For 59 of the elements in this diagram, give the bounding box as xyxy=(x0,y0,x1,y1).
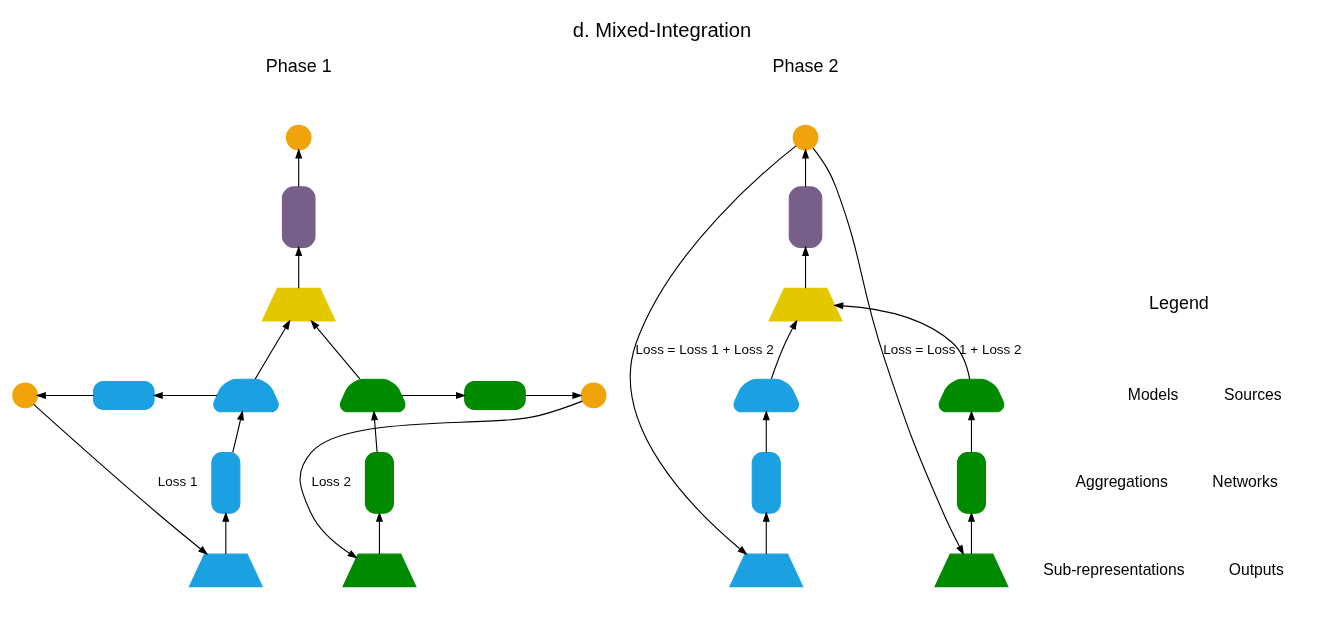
arrow xyxy=(802,147,810,187)
arrow xyxy=(371,409,379,453)
node-trapezoid xyxy=(213,378,279,412)
arrow xyxy=(967,511,975,555)
arrow xyxy=(254,319,291,379)
node-trapezoid xyxy=(339,378,406,412)
node-circle xyxy=(792,124,819,150)
node-circle xyxy=(285,124,312,150)
legend-label: Models xyxy=(1127,385,1179,403)
arrow xyxy=(299,400,583,558)
arrow xyxy=(33,403,209,555)
diagram-title: d. Mixed-Integration xyxy=(572,18,752,41)
arrow xyxy=(310,319,361,379)
node-box xyxy=(92,380,155,410)
node-box xyxy=(364,451,394,514)
arrow xyxy=(762,409,770,453)
arrow xyxy=(812,147,964,555)
legend-label: Sub-representations xyxy=(1043,560,1185,578)
arrow xyxy=(770,319,798,379)
node-trapezoid xyxy=(342,553,417,587)
legend-label: Sources xyxy=(1224,385,1282,403)
arrow xyxy=(833,301,971,380)
node-box xyxy=(788,185,823,248)
node-trapezoid xyxy=(733,378,800,412)
node-trapezoid xyxy=(728,553,804,587)
arrow xyxy=(152,391,218,399)
legend-label: Networks xyxy=(1212,472,1278,490)
label: Phase 1 xyxy=(265,55,332,76)
label: Legend xyxy=(1148,292,1209,313)
node-box xyxy=(211,451,241,514)
node-trapezoid xyxy=(261,287,337,321)
arrow xyxy=(762,511,770,555)
arrow xyxy=(222,511,230,555)
edge-label: Loss = Loss 1 + Loss 2 xyxy=(635,341,774,357)
legend-label: Aggregations xyxy=(1075,472,1168,490)
node-trapezoid xyxy=(188,553,264,587)
node-box xyxy=(956,451,987,514)
arrow xyxy=(524,391,583,399)
legend-label: Outputs xyxy=(1228,560,1284,578)
label: Phase 2 xyxy=(772,55,839,76)
node-box xyxy=(751,451,781,514)
node-circle xyxy=(12,382,38,408)
arrow xyxy=(802,245,810,289)
edge-label: Loss 2 xyxy=(311,473,352,489)
edge-label: Loss = Loss 1 + Loss 2 xyxy=(883,341,1022,357)
arrow xyxy=(295,147,303,187)
arrow xyxy=(375,511,383,555)
node-trapezoid xyxy=(938,378,1005,412)
arrow xyxy=(232,409,244,453)
arrow xyxy=(967,409,975,453)
node-box xyxy=(281,185,316,248)
node-box xyxy=(464,380,526,410)
edge-label: Loss 1 xyxy=(157,473,198,489)
node-trapezoid xyxy=(934,553,1009,587)
arrow xyxy=(295,245,303,289)
node-circle xyxy=(580,382,607,408)
arrow xyxy=(629,144,797,555)
arrow xyxy=(401,391,467,399)
arrow xyxy=(35,391,94,399)
